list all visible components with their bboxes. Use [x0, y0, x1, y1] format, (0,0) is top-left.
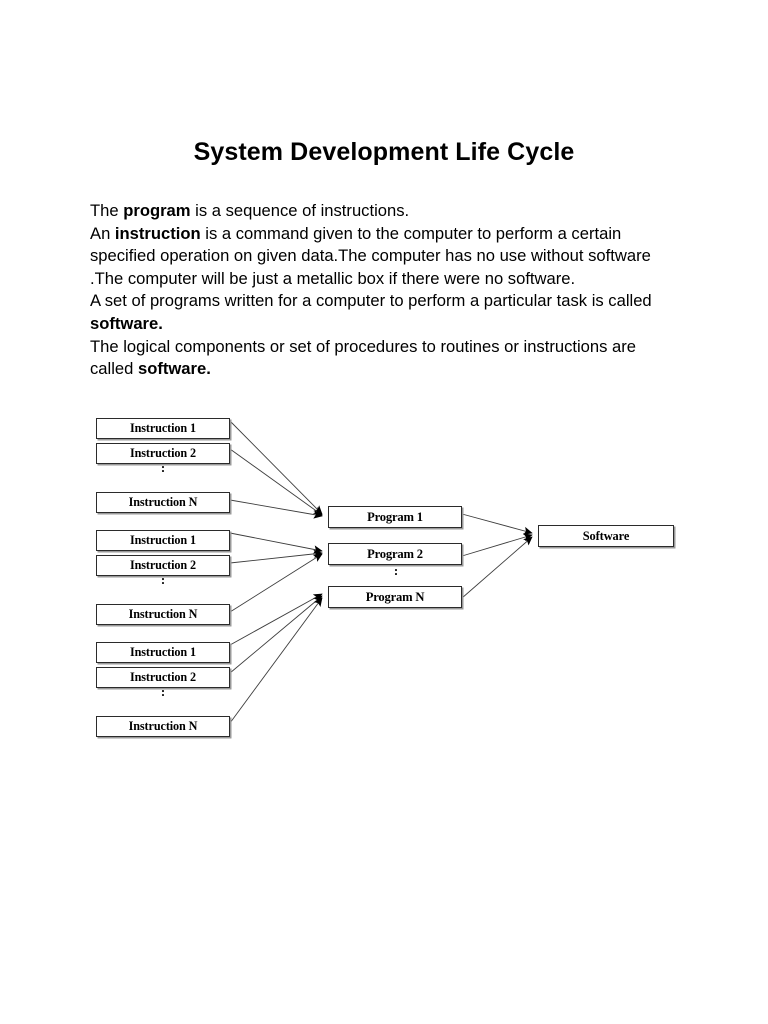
paragraph-2: An instruction is a command given to the…: [90, 223, 651, 288]
paragraph-1: The program is a sequence of instruction…: [90, 201, 410, 220]
node-instruction[interactable]: Instruction 1: [96, 418, 230, 439]
vertical-ellipsis-icon: :: [160, 572, 166, 587]
connector-p2-software: [461, 533, 533, 557]
paragraph-3: A set of programs written for a computer…: [90, 291, 652, 333]
vertical-ellipsis-icon: :: [393, 563, 399, 578]
vertical-ellipsis-icon: :: [160, 684, 166, 699]
node-software[interactable]: Software: [538, 525, 674, 547]
node-instruction[interactable]: Instruction 2: [96, 555, 230, 576]
connector-g2-iN: [229, 553, 323, 613]
connector-g3-i2: [229, 595, 323, 674]
paragraph-4: The logical components or set of procedu…: [90, 336, 637, 379]
node-instruction[interactable]: Instruction 2: [96, 667, 230, 688]
node-program[interactable]: Program 1: [328, 506, 462, 528]
node-instruction[interactable]: Instruction N: [96, 492, 230, 513]
connector-g3-iN: [229, 597, 323, 724]
node-instruction[interactable]: Instruction N: [96, 716, 230, 737]
connector-g2-i1: [229, 532, 323, 554]
connector-g2-i2: [229, 549, 323, 564]
connector-g3-i1: [229, 593, 323, 646]
page-title: System Development Life Cycle: [193, 138, 575, 166]
node-instruction[interactable]: Instruction 1: [96, 530, 230, 551]
connector-p1-software: [461, 513, 533, 535]
node-instruction[interactable]: Instruction N: [96, 604, 230, 625]
node-instruction[interactable]: Instruction 2: [96, 443, 230, 464]
vertical-ellipsis-icon: :: [160, 460, 166, 475]
connector-g1-i2: [229, 448, 323, 516]
connector-g1-iN: [229, 499, 323, 519]
body-text: The program is a sequence of instruction…: [90, 200, 676, 381]
connector-pN-software: [461, 536, 533, 599]
connector-g1-i1: [229, 420, 323, 515]
node-program[interactable]: Program N: [328, 586, 462, 608]
node-instruction[interactable]: Instruction 1: [96, 642, 230, 663]
node-program[interactable]: Program 2: [328, 543, 462, 565]
